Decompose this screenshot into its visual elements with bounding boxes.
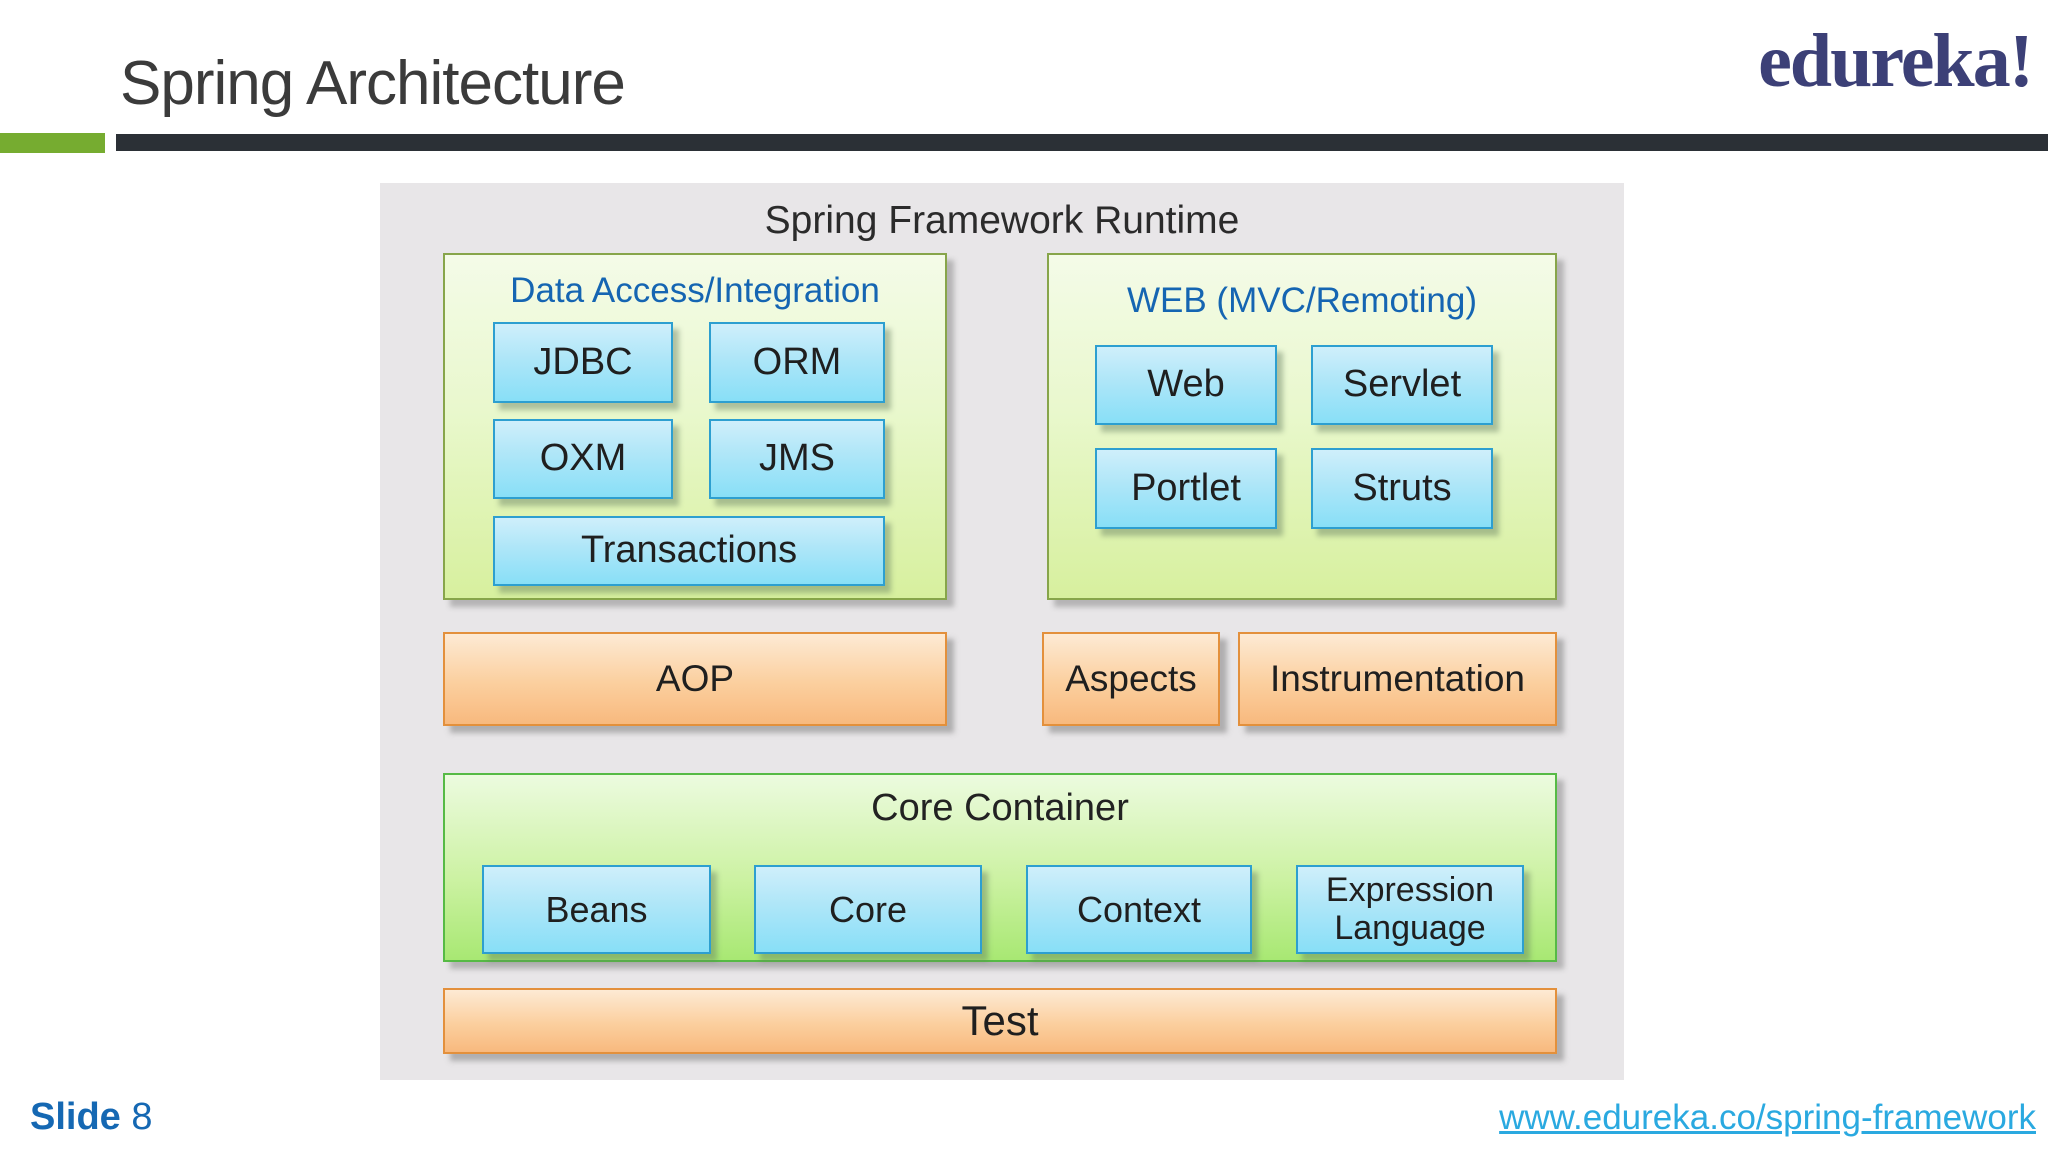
- oxm-box: OXM: [493, 419, 673, 499]
- expression-language-box: Expression Language: [1296, 865, 1524, 954]
- page-title: Spring Architecture: [120, 49, 626, 118]
- runtime-panel-title: Spring Framework Runtime: [764, 199, 1240, 242]
- test-box: Test: [443, 988, 1557, 1054]
- aop-box: AOP: [443, 632, 947, 726]
- edureka-logo: edureka!: [1758, 19, 2034, 103]
- green-accent-bar: [0, 133, 105, 153]
- web-box: Web: [1095, 345, 1277, 425]
- portlet-box: Portlet: [1095, 448, 1277, 529]
- web-mvc-remoting-section: WEB (MVC/Remoting) Web Servlet Portlet S…: [1047, 253, 1557, 600]
- aspects-box: Aspects: [1042, 632, 1220, 726]
- footer-link[interactable]: www.edureka.co/spring-framework: [1499, 1098, 2036, 1137]
- instrumentation-box: Instrumentation: [1238, 632, 1557, 726]
- spring-framework-runtime-panel: Spring Framework Runtime Data Access/Int…: [380, 183, 1624, 1080]
- servlet-box: Servlet: [1311, 345, 1493, 425]
- data-access-integration-section: Data Access/Integration JDBC ORM OXM JMS…: [443, 253, 947, 600]
- slide-number-label: Slide: [30, 1096, 121, 1138]
- transactions-box: Transactions: [493, 516, 885, 586]
- struts-box: Struts: [1311, 448, 1493, 529]
- context-box: Context: [1026, 865, 1252, 954]
- orm-box: ORM: [709, 322, 885, 403]
- beans-box: Beans: [482, 865, 711, 954]
- slide-number: Slide 8: [30, 1096, 153, 1139]
- slide-number-value: 8: [131, 1096, 153, 1138]
- jms-box: JMS: [709, 419, 885, 499]
- header-divider-bar: [116, 134, 2048, 151]
- jdbc-box: JDBC: [493, 322, 673, 403]
- core-container-title: Core Container: [871, 787, 1129, 829]
- data-access-section-title: Data Access/Integration: [510, 271, 880, 310]
- web-section-title: WEB (MVC/Remoting): [1126, 281, 1478, 320]
- core-container-section: Core Container Beans Core Context Expres…: [443, 773, 1557, 962]
- core-box: Core: [754, 865, 982, 954]
